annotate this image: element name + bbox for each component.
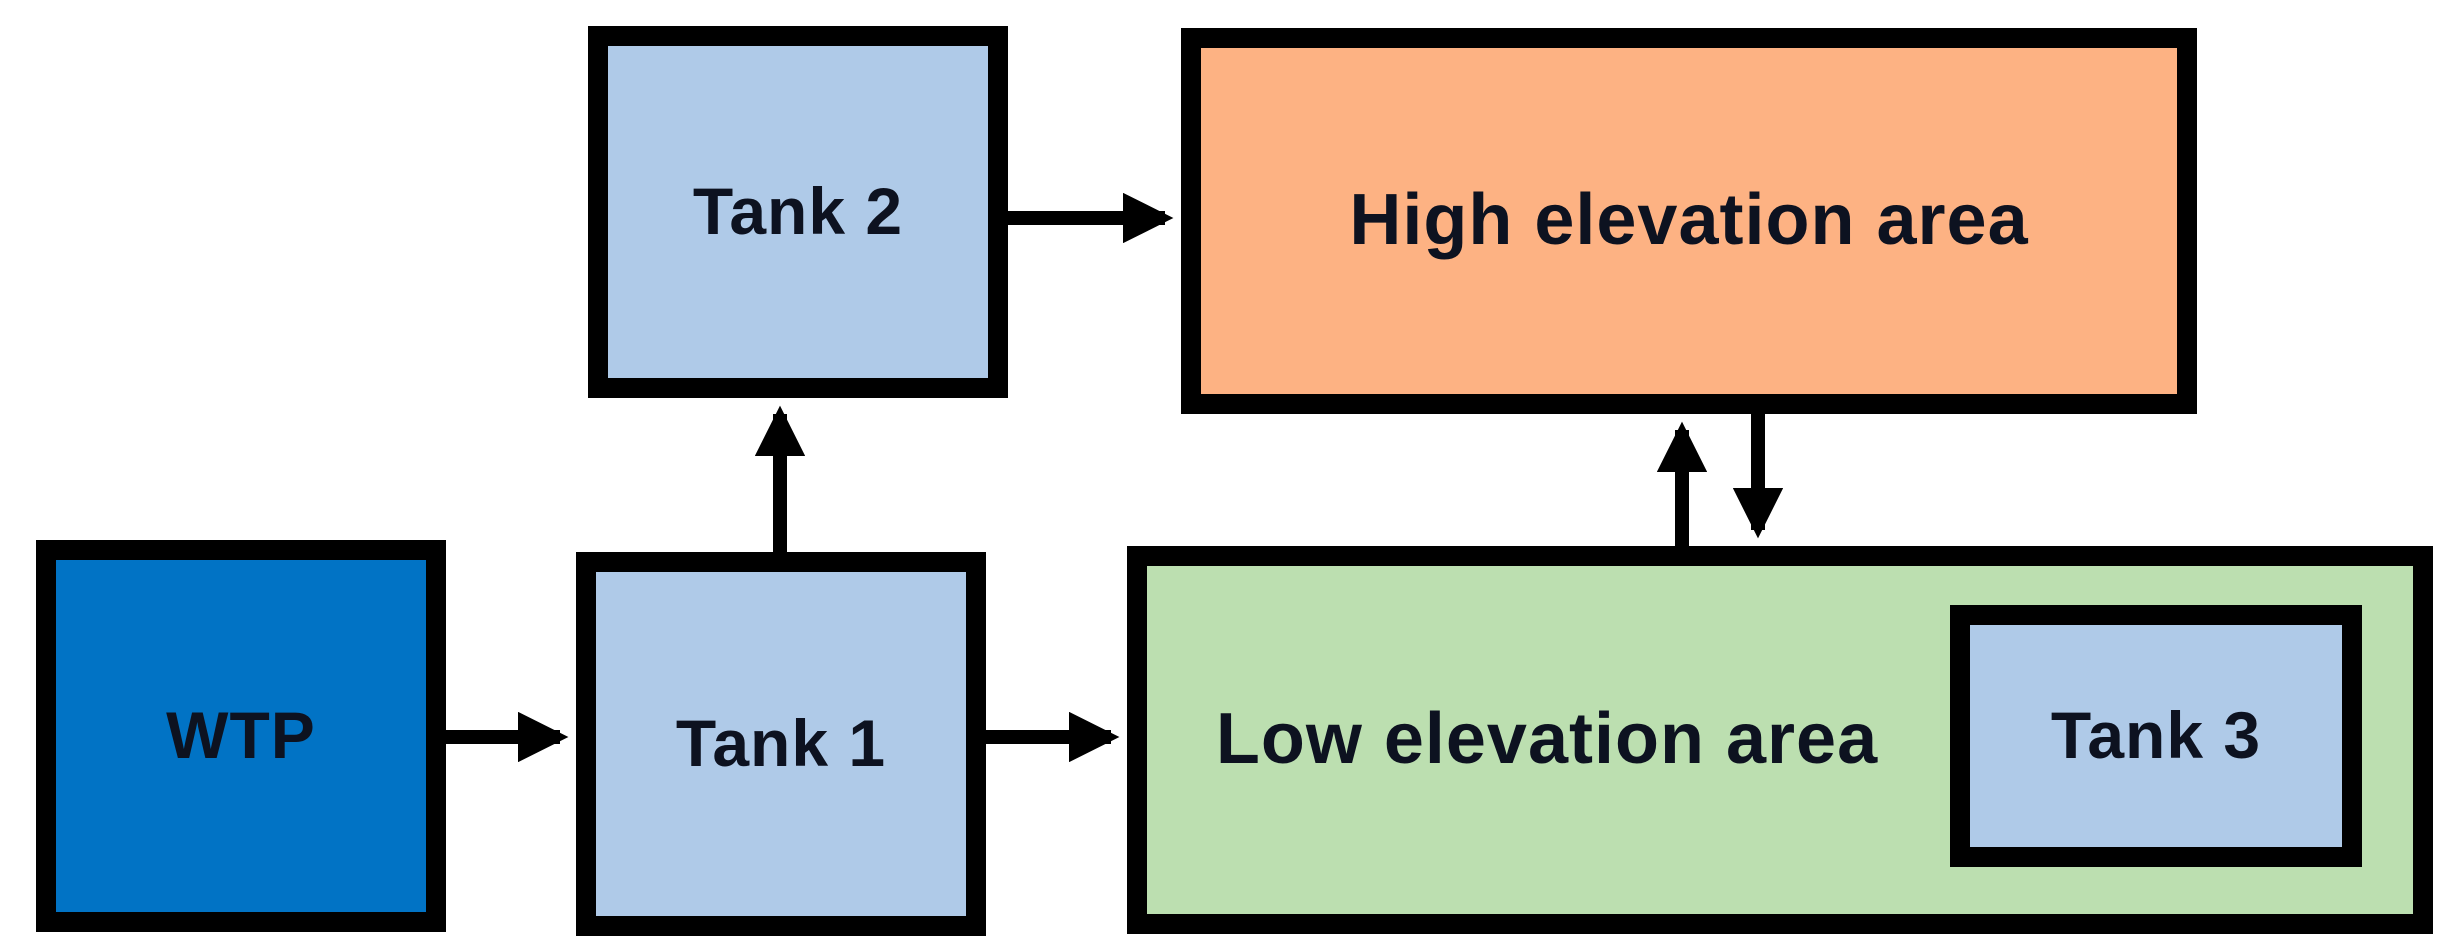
node-tank3: Tank 3 <box>1950 605 2362 867</box>
node-low-elevation-area: Low elevation area Tank 3 <box>1127 546 2433 934</box>
node-low-elevation-area-label: Low elevation area <box>1215 699 1879 780</box>
node-low-elevation-area-label-zone: Low elevation area <box>1147 566 1947 914</box>
node-wtp-label: WTP <box>166 698 316 773</box>
node-high-elevation-area-label: High elevation area <box>1349 180 2029 261</box>
node-tank1-label: Tank 1 <box>675 706 887 781</box>
node-tank2-label: Tank 2 <box>692 174 904 249</box>
node-high-elevation-area: High elevation area <box>1181 28 2197 414</box>
node-tank2: Tank 2 <box>588 26 1008 398</box>
node-tank3-label: Tank 3 <box>2050 698 2262 773</box>
node-tank1: Tank 1 <box>576 552 986 936</box>
node-wtp: WTP <box>36 540 446 932</box>
